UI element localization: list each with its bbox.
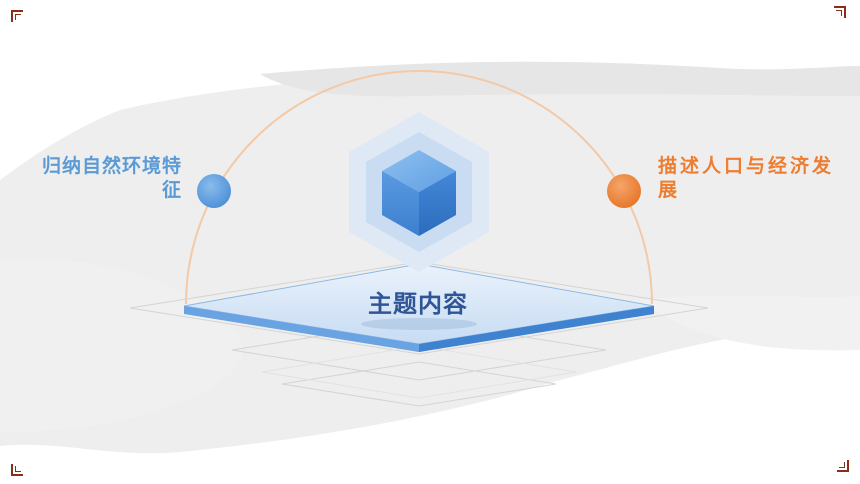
main-plate	[183, 263, 655, 352]
cube-icon	[349, 112, 489, 272]
right-point-label: 描述人口与经济发展	[658, 155, 835, 201]
left-point-dot	[197, 174, 231, 208]
corner-mark-bottom-right	[837, 460, 849, 472]
corner-mark-top-left	[11, 10, 23, 22]
right-point-dot	[607, 174, 641, 208]
corner-mark-bottom-left	[11, 464, 23, 476]
corner-mark-top-right	[834, 6, 846, 18]
left-point-label: 归纳自然环境特征	[41, 155, 182, 201]
center-title: 主题内容	[368, 290, 468, 318]
